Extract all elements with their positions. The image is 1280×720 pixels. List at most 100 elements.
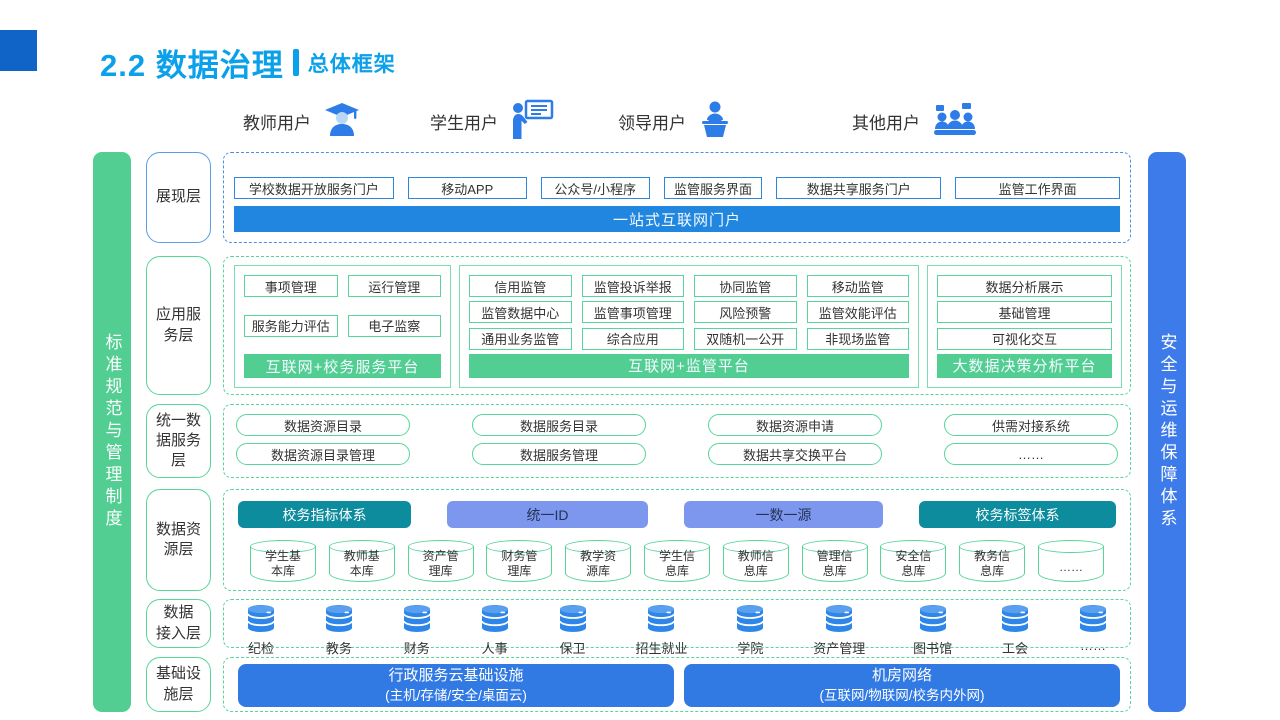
presentation-portal-bar: 一站式互联网门户	[234, 206, 1120, 232]
left-pillar-label: 标准规范与管理制度	[102, 333, 122, 531]
app-group-supervision: 信用监管 监管投诉举报 协同监管 移动监管 监管数据中心 监管事项管理 风险预警…	[459, 265, 919, 388]
app-box: 电子监察	[347, 314, 441, 337]
app-box: 监管投诉举报	[581, 275, 684, 297]
layer-application: 事项管理 运行管理 服务能力评估 电子监察 互联网+校务服务平台 信用监管 监管…	[223, 256, 1131, 395]
resource-pill: 校务标签体系	[919, 501, 1116, 528]
app-box: 监管事项管理	[581, 301, 684, 324]
left-pillar-standards: 标准规范与管理制度	[93, 152, 131, 712]
page-title: 2.2 数据治理 总体框架	[100, 40, 396, 85]
app-box: 可视化交互	[937, 327, 1112, 350]
presentation-boxes: 学校数据开放服务门户 移动APP 公众号/小程序 监管服务界面 数据共享服务门户…	[234, 177, 1120, 199]
database-cylinder: 教师基 本库	[328, 538, 395, 582]
corner-decoration	[0, 30, 37, 71]
database-cylinder-more: ……	[1037, 538, 1104, 582]
user-student: 学生用户	[430, 99, 554, 142]
database-icon	[646, 605, 676, 637]
app-box: 通用业务监管	[469, 327, 572, 350]
service-box: 数据资源申请	[708, 414, 882, 436]
app-box: 基础管理	[937, 301, 1112, 324]
service-box: 供需对接系统	[944, 414, 1118, 436]
database-icon	[480, 605, 510, 637]
app-box: 协同监管	[694, 275, 797, 297]
right-pillar-label: 安全与运维保障体系	[1157, 333, 1177, 531]
layer-data-resource: 校务指标体系 统一ID 一数一源 校务标签体系 学生基 本库 教师基 本库 资产…	[223, 489, 1131, 591]
database-cylinder: 安全信 息库	[880, 538, 947, 582]
app-box: 监管效能评估	[806, 301, 909, 324]
app-group1-platform-bar: 互联网+校务服务平台	[244, 354, 441, 378]
user-teacher: 教师用户	[243, 100, 361, 142]
database-icon	[918, 605, 948, 637]
database-cylinder: 学生信 息库	[643, 538, 710, 582]
app-group-campus-service: 事项管理 运行管理 服务能力评估 电子监察 互联网+校务服务平台	[234, 265, 451, 388]
user-leader: 领导用户	[618, 100, 732, 142]
app-box: 信用监管	[469, 275, 572, 297]
database-cylinder: 教师信 息库	[722, 538, 789, 582]
user-others: 其他用户	[852, 100, 978, 142]
layer-infrastructure: 行政服务云基础设施 (主机/存储/安全/桌面云) 机房网络 (互联网/物联网/校…	[223, 657, 1131, 712]
presentation-box: 监管工作界面	[955, 177, 1120, 199]
database-icon	[324, 605, 354, 637]
presentation-box: 移动APP	[407, 177, 527, 199]
title-main: 2.2 数据治理	[100, 48, 284, 83]
resource-pill: 一数一源	[684, 501, 883, 528]
database-icon	[824, 605, 854, 637]
database-cylinder: 教务信 息库	[959, 538, 1026, 582]
app-box: 移动监管	[806, 275, 909, 297]
service-box: 数据服务管理	[472, 443, 646, 465]
title-divider	[292, 49, 299, 76]
user-student-label: 学生用户	[430, 113, 498, 133]
layer-label-infrastructure: 基础设 施层	[146, 657, 211, 712]
service-box: 数据资源目录	[236, 414, 410, 436]
user-teacher-label: 教师用户	[243, 113, 311, 133]
service-box: 数据服务目录	[472, 414, 646, 436]
teacher-icon	[323, 100, 361, 143]
app-box: 运行管理	[347, 275, 441, 297]
presentation-box: 数据共享服务门户	[776, 177, 942, 199]
service-box: 数据共享交换平台	[708, 443, 882, 465]
app-group3-platform-bar: 大数据决策分析平台	[937, 353, 1112, 378]
database-icon	[1000, 605, 1030, 637]
database-cylinder: 资产管 理库	[407, 538, 474, 582]
data-source: 工会	[1000, 605, 1030, 657]
data-service-grid: 数据资源目录 数据服务目录 数据资源申请 供需对接系统 数据资源目录管理 数据服…	[236, 414, 1118, 465]
data-source: 图书馆	[913, 605, 952, 657]
others-icon	[932, 101, 978, 142]
layer-label-data-service: 统一数 据服务 层	[146, 404, 211, 478]
resource-pill: 校务指标体系	[238, 501, 411, 528]
right-pillar-security: 安全与运维保障体系	[1148, 152, 1186, 712]
data-source: 资产管理	[813, 605, 865, 657]
app-box: 监管数据中心	[469, 301, 572, 324]
data-source: 财务	[402, 605, 432, 657]
service-box: 数据资源目录管理	[236, 443, 410, 465]
app-group-bigdata: 数据分析展示 基础管理 可视化交互 大数据决策分析平台	[927, 265, 1122, 388]
data-source-more: ……	[1078, 605, 1108, 657]
app-box: 数据分析展示	[937, 275, 1112, 297]
database-icon	[1078, 605, 1108, 637]
user-others-label: 其他用户	[852, 113, 920, 133]
data-source: 保卫	[558, 605, 588, 657]
data-source: 教务	[324, 605, 354, 657]
database-cylinder: 财务管 理库	[486, 538, 553, 582]
presentation-box: 公众号/小程序	[540, 177, 650, 199]
resource-cylinders: 学生基 本库 教师基 本库 资产管 理库 财务管 理库 教学资 源库 学生信 息…	[250, 538, 1104, 582]
leader-icon	[698, 100, 732, 143]
infra-box-network: 机房网络 (互联网/物联网/校务内外网)	[684, 664, 1120, 707]
app-box: 事项管理	[244, 275, 338, 297]
service-box: ……	[944, 443, 1118, 465]
database-icon	[246, 605, 276, 637]
presentation-box: 监管服务界面	[663, 177, 763, 199]
title-subtitle: 总体框架	[307, 52, 396, 76]
app-box: 风险预警	[694, 301, 797, 324]
layer-label-application: 应用服 务层	[146, 256, 211, 395]
data-sources: 纪检 教务 财务 人事 保卫 招生就业 学院 资产管理 图书馆 工会 ……	[246, 605, 1108, 657]
database-cylinder: 管理信 息库	[801, 538, 868, 582]
infrastructure-boxes: 行政服务云基础设施 (主机/存储/安全/桌面云) 机房网络 (互联网/物联网/校…	[238, 664, 1120, 707]
data-source: 学院	[735, 605, 765, 657]
app-box: 双随机一公开	[694, 327, 797, 350]
database-icon	[735, 605, 765, 637]
data-source: 纪检	[246, 605, 276, 657]
data-source: 招生就业	[635, 605, 687, 657]
layer-label-data-resource: 数据资 源层	[146, 489, 211, 591]
layer-label-presentation: 展现层	[146, 152, 211, 243]
layer-label-data-access: 数据 接入层	[146, 599, 211, 648]
